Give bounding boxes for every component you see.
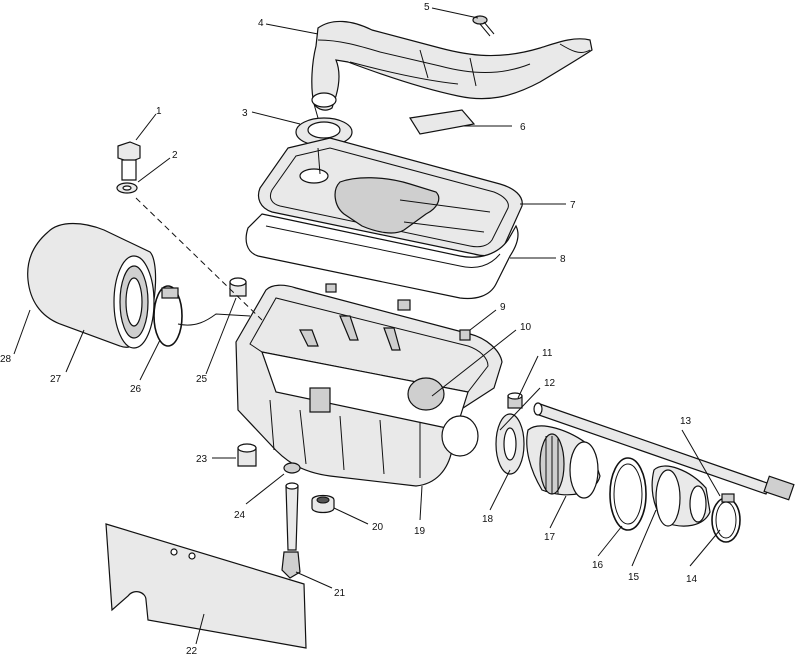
callout-14: 14 xyxy=(686,574,698,585)
callout-10: 10 xyxy=(520,322,532,333)
callout-6: 6 xyxy=(520,122,526,133)
part-screw xyxy=(472,15,495,37)
callout-28: 28 xyxy=(0,354,12,365)
callout-22: 22 xyxy=(186,646,198,656)
part-drain-cap xyxy=(237,443,257,467)
part-breather-rod xyxy=(533,402,795,501)
callout-7: 7 xyxy=(570,200,576,211)
assembly-lines xyxy=(135,103,321,326)
part-snorkel-duct xyxy=(311,20,593,111)
part-heat-shield xyxy=(105,523,307,649)
part-airbox-body xyxy=(235,283,503,487)
part-grommet xyxy=(295,117,353,147)
part-washer xyxy=(116,182,138,194)
callout-12: 12 xyxy=(544,378,556,389)
callout-23: 23 xyxy=(196,454,208,465)
callout-labels: 1 2 3 4 5 6 7 8 9 10 11 12 13 14 15 16 1… xyxy=(0,2,698,656)
part-air-filter xyxy=(27,222,157,349)
callout-27: 27 xyxy=(50,374,62,385)
part-decal xyxy=(409,109,476,135)
callout-25: 25 xyxy=(196,374,208,385)
part-drain-fitting xyxy=(281,551,301,579)
callout-11: 11 xyxy=(542,348,553,359)
part-drain-tube xyxy=(283,462,301,551)
callout-1: 1 xyxy=(156,106,162,117)
part-intake-adapter xyxy=(526,425,601,499)
part-flange-gasket xyxy=(495,413,525,475)
callout-3: 3 xyxy=(242,108,248,119)
part-cover-seal xyxy=(245,213,519,300)
callout-17: 17 xyxy=(544,532,556,543)
callout-2: 2 xyxy=(172,150,178,161)
leader-lines xyxy=(13,7,721,645)
callout-9: 9 xyxy=(500,302,506,313)
callout-24: 24 xyxy=(234,510,246,521)
part-airbox-cover xyxy=(257,137,523,257)
callout-20: 20 xyxy=(372,522,384,533)
callout-18: 18 xyxy=(482,514,494,525)
part-boot xyxy=(651,465,711,527)
callout-5: 5 xyxy=(424,2,430,13)
part-hose-clamp xyxy=(711,493,741,543)
callout-15: 15 xyxy=(628,572,640,583)
callout-21: 21 xyxy=(334,588,346,599)
part-bolt xyxy=(117,141,141,181)
callout-26: 26 xyxy=(130,384,142,395)
part-breather-cap xyxy=(229,277,247,297)
callout-8: 8 xyxy=(560,254,566,265)
callout-16: 16 xyxy=(592,560,604,571)
part-filter-clamp xyxy=(153,285,183,347)
part-mount-grommet xyxy=(311,494,335,514)
callout-19: 19 xyxy=(414,526,426,537)
part-ring-clamp xyxy=(609,457,647,531)
callout-4: 4 xyxy=(258,18,264,29)
callout-13: 13 xyxy=(680,416,692,427)
part-fitting xyxy=(507,392,523,409)
